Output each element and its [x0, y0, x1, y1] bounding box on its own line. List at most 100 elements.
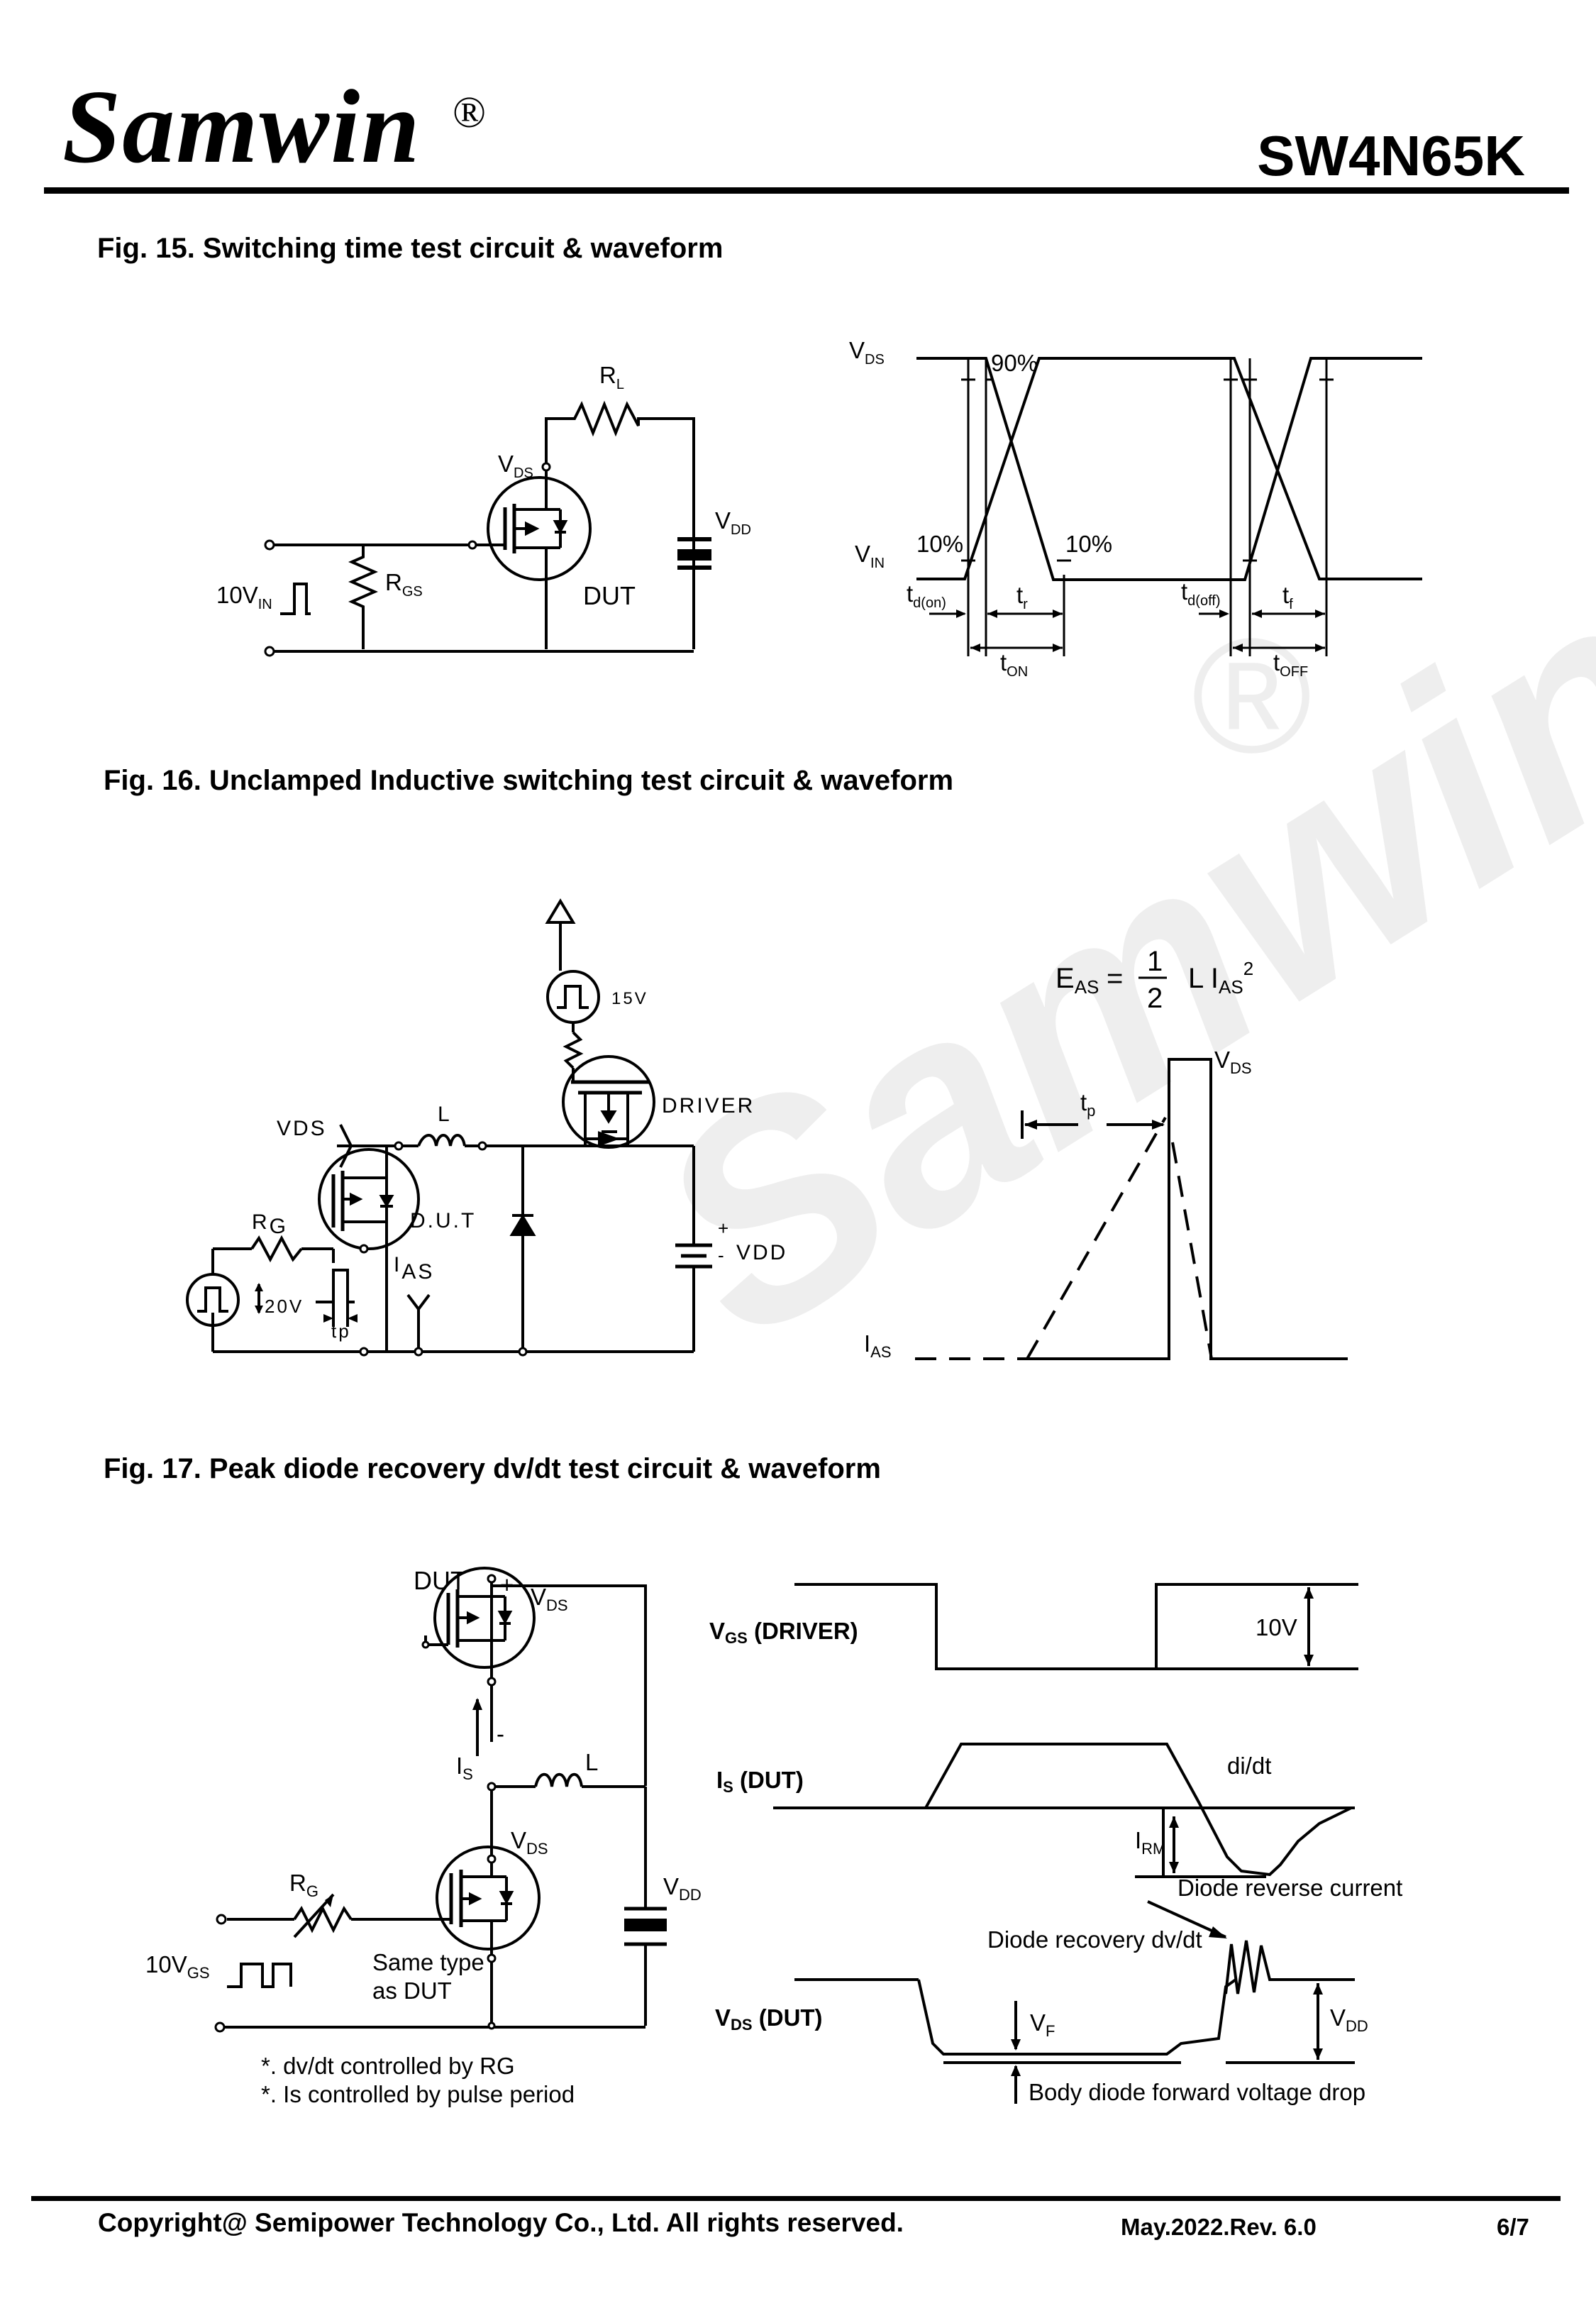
fig17-l: L [585, 1749, 598, 1775]
fig17-vds2-sub: DS [526, 1840, 548, 1858]
fig17-plus: + [500, 1572, 514, 1598]
fig15-ton: t [1000, 649, 1007, 675]
svg-text:IRM: IRM [1135, 1827, 1165, 1858]
fig16-ias-sub: AS [401, 1260, 434, 1284]
fig17-vdd-battery [624, 1919, 667, 1931]
fig17-is-sub: S [462, 1765, 473, 1783]
fig15-wf-vds-sub: DS [865, 352, 885, 368]
fig15-10pct-a: 10% [916, 531, 963, 557]
fig16-vdd-sub: DD [753, 1241, 787, 1264]
fig15-rl-sub: L [616, 377, 624, 392]
svg-text:RL: RL [599, 362, 624, 392]
fig16-driver: DRIVER [662, 1094, 755, 1118]
fig17-wf-is: I [716, 1767, 723, 1793]
dut-mosfet [487, 476, 592, 581]
svg-text:VDS: VDS [277, 1117, 327, 1140]
fig17-wf-is-sub: S [723, 1778, 733, 1796]
footer-revision: May.2022.Rev. 6.0 [1121, 2214, 1317, 2240]
footer-page-number: 6/7 [1497, 2214, 1529, 2240]
fig17-vdd-sub: DD [679, 1886, 702, 1904]
fig16-wf-ias: I [864, 1330, 870, 1357]
fig15-vdd-sub: DD [731, 522, 751, 538]
svg-text:VDD: VDD [663, 1873, 702, 1904]
fig17-wf-vdd-sub: DD [1346, 2017, 1368, 2035]
fig17-vds1-sub: DS [546, 1596, 568, 1614]
fig15-tdoff: t [1181, 578, 1187, 605]
fig16-minus: - [718, 1245, 726, 1266]
vdd-battery [677, 549, 711, 561]
fig16-vds: V [277, 1117, 293, 1140]
fig17-irm: I [1135, 1827, 1141, 1853]
fig16-circuit [186, 898, 712, 1353]
fig17-same1: Same type [372, 1949, 484, 1975]
fig15-diagram: RL VDS VDD RGS 10VIN DUT [216, 337, 1422, 680]
fig15-tr-sub: r [1023, 597, 1028, 612]
fig16-vds-sub: DS [293, 1117, 327, 1140]
svg-text:tp: tp [331, 1320, 351, 1342]
fig15-dut-label: DUT [583, 581, 636, 610]
pulse-source-15v [546, 970, 600, 1024]
fig17-drc: Diode reverse current [1177, 1875, 1402, 1901]
fig17-wf-is-b: (DUT) [733, 1767, 804, 1793]
fig15-waveform [916, 357, 1422, 581]
svg-text:VDS: VDS [1214, 1047, 1252, 1077]
svg-text:VF: VF [1030, 2009, 1055, 2040]
fig17-dut-mosfet [433, 1567, 536, 1669]
fig16-pulse-source [186, 1273, 240, 1327]
fig17-vgs-sub: GS [187, 1964, 210, 1982]
fig15-90pct: 90% [991, 350, 1038, 376]
vin-trace [916, 357, 1422, 580]
fig16-ias: I [394, 1253, 401, 1276]
fig16-l: L [438, 1103, 452, 1126]
fig15-vds-label: V [498, 451, 514, 477]
svg-text:L IAS2: L IAS2 [1188, 958, 1253, 998]
fig16-formula: EAS = 1 2 L IAS2 [1055, 946, 1253, 1014]
fig17-is-trace [924, 1743, 1352, 1877]
fig15-circuit [273, 400, 711, 653]
fig15-rgs-sub: GS [402, 584, 423, 600]
fig17-dut-label: DUT [414, 1566, 466, 1595]
svg-text:tON: tON [1000, 649, 1028, 680]
eas-sup: 2 [1243, 958, 1253, 979]
svg-text:VGS (DRIVER): VGS (DRIVER) [709, 1618, 858, 1647]
footer-copyright: Copyright@ Semipower Technology Co., Ltd… [98, 2208, 904, 2237]
fig16-diagram: 15V DRIVER VDS L RG D.U.T IAS 20V tp VDD… [186, 898, 1348, 1361]
svg-text:VDS: VDS [498, 451, 533, 481]
fig17-note1: *. dv/dt controlled by RG [261, 2053, 515, 2079]
svg-text:IAS: IAS [394, 1253, 434, 1284]
fig17-diagram: DUT + VDS - IS L VDS RG VDD 10VGS Same t… [145, 1566, 1402, 2107]
svg-text:VDS: VDS [531, 1584, 568, 1614]
fig17-vds2: V [511, 1827, 526, 1853]
fig16-rg-sub: G [270, 1215, 288, 1238]
fig16-dut-mosfet [318, 1148, 420, 1250]
svg-text:td(on): td(on) [907, 580, 946, 611]
fig16-tp: t [331, 1320, 338, 1342]
brand-logo: Samwin [62, 69, 421, 185]
fig17-vf: V [1030, 2009, 1046, 2036]
svg-text:tp: tp [1080, 1089, 1095, 1120]
part-number: SW4N65K [1257, 124, 1525, 187]
fig17-bodydiode: Body diode forward voltage drop [1029, 2079, 1365, 2105]
svg-text:tf: tf [1282, 582, 1293, 612]
fig17-caption: Fig. 17. Peak diode recovery dv/dt test … [104, 1453, 881, 1484]
fig17-10v: 10V [1256, 1614, 1297, 1640]
fig16-wf-vds-sub: DS [1230, 1059, 1252, 1077]
svg-text:IS (DUT): IS (DUT) [716, 1767, 804, 1796]
fig17-wf-vds-b: (DUT) [753, 2004, 823, 2031]
fig17-wf-vgs-sub: GS [725, 1629, 748, 1647]
registered-mark: ® [453, 89, 487, 137]
fig16-wf-vds: V [1214, 1047, 1230, 1073]
eas-ias-sub: AS [1219, 976, 1243, 998]
fig17-rg: R [289, 1870, 306, 1896]
eas-e: E [1055, 963, 1075, 994]
svg-text:RG: RG [289, 1870, 318, 1900]
svg-text:td(off): td(off) [1181, 578, 1221, 609]
fig15-vin-label: 10V [216, 582, 258, 608]
fig16-rg-resistor [250, 1235, 303, 1263]
fig15-tdon-sub: d(on) [913, 595, 946, 611]
rgs-resistor [348, 545, 378, 649]
fig16-dut: D.U.T [410, 1209, 476, 1232]
fig17-note2: *. Is controlled by pulse period [261, 2081, 575, 2107]
svg-text:10VGS: 10VGS [145, 1951, 210, 1982]
